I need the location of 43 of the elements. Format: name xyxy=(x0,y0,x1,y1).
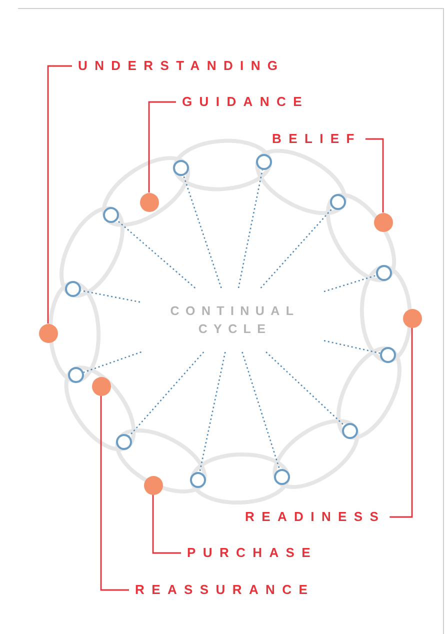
leader-line xyxy=(152,494,181,554)
dotted-line xyxy=(116,220,196,288)
ring-node xyxy=(68,367,84,383)
dotted-line xyxy=(266,352,345,426)
dotted-line xyxy=(83,351,142,373)
ring-node xyxy=(342,423,358,439)
marker-dot xyxy=(38,324,58,342)
dotted-line xyxy=(199,352,226,472)
callout-label: UNDERSTANDING xyxy=(78,58,285,74)
dotted-line xyxy=(238,170,264,288)
ring-node xyxy=(103,207,119,223)
callout-label: READINESS xyxy=(245,509,386,525)
dotted-line xyxy=(324,340,380,354)
leader-line xyxy=(390,328,413,518)
dotted-line xyxy=(182,175,222,288)
dotted-line xyxy=(260,208,334,288)
dotted-line xyxy=(80,290,140,303)
ring-node xyxy=(65,281,81,297)
leader-line xyxy=(365,138,384,212)
dotted-line xyxy=(324,274,377,292)
ring-node xyxy=(116,434,132,450)
dotted-line xyxy=(242,352,280,470)
ring-node xyxy=(173,160,189,176)
marker-dot xyxy=(140,192,158,212)
callout-label: REASSURANCE xyxy=(135,582,315,598)
marker-dot xyxy=(402,308,422,328)
callout-label: GUIDANCE xyxy=(182,94,309,110)
callout-label: BELIEF xyxy=(272,131,362,147)
leader-line xyxy=(148,101,176,192)
center-label: CONTINUAL CYCLE xyxy=(154,302,310,338)
ring-node xyxy=(380,347,396,363)
marker-dot xyxy=(92,376,110,396)
marker-dot xyxy=(144,476,162,494)
callout-label: PURCHASE xyxy=(187,545,318,561)
ring-node xyxy=(330,194,346,210)
leader-line xyxy=(47,65,72,324)
ring-node xyxy=(274,469,290,485)
ring-node xyxy=(376,265,392,281)
dotted-line xyxy=(128,352,204,436)
marker-dot xyxy=(374,212,392,232)
ring-node xyxy=(256,154,272,170)
ring-node xyxy=(190,472,206,488)
leader-line xyxy=(100,396,129,591)
